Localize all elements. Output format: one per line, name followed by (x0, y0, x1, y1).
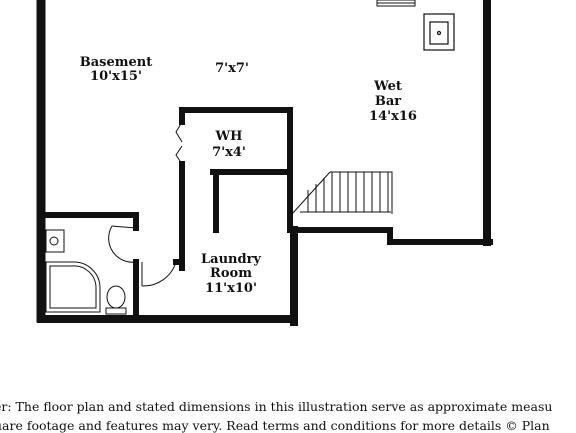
window (376, 0, 416, 7)
wet-bar-dims: 14'x16 (369, 109, 417, 124)
wh-name: WH (215, 129, 243, 144)
outer-wall-step-down (387, 227, 493, 245)
sink-icon (423, 13, 455, 51)
disclaimer-line-2: uare footage and features may very. Read… (0, 418, 550, 433)
laundry-name-line2: Room (210, 266, 252, 281)
basement-dims: 10'x15' (90, 69, 142, 84)
laundry-name-line1: Laundry (201, 252, 261, 267)
laundry-door-icon (141, 261, 177, 287)
wet-bar-name-line1: Wet (373, 79, 402, 94)
walls (36, 0, 493, 326)
stairs (291, 171, 393, 215)
folding-door-icon (175, 121, 183, 165)
toilet-icon (105, 285, 127, 315)
wet-bar-name-line2: Bar (375, 94, 401, 109)
bath-sink-icon (45, 229, 65, 253)
room-labels: Basement 10'x15' 7'x7' Wet Bar 14'x16 WH… (80, 55, 417, 296)
floor-plan: Basement 10'x15' 7'x7' Wet Bar 14'x16 WH… (36, 0, 493, 326)
basement-name: Basement (80, 55, 152, 70)
bath-door-icon (108, 225, 137, 263)
shower-icon (45, 261, 101, 313)
disclaimer-line-1: er: The floor plan and stated dimensions… (0, 399, 553, 414)
wh-dims: 7'x4' (212, 145, 246, 160)
unnamed-room-dims: 7'x7' (215, 61, 249, 76)
laundry-dims: 11'x10' (205, 281, 257, 296)
